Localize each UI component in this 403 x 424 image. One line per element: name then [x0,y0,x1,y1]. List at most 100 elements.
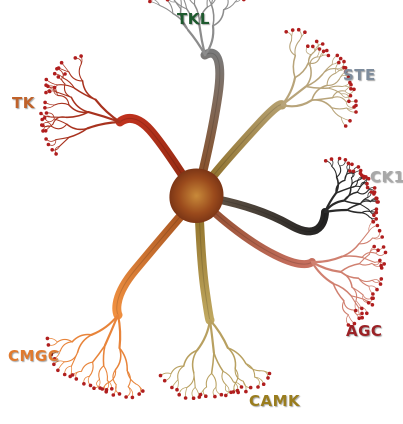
cmgc-leaf-dot [75,377,79,381]
camk-branch [212,374,217,388]
agc-branch [312,262,333,284]
tk-leaf-dot [53,86,57,90]
camk-branch [223,371,233,382]
agc-leaf-dot [357,317,361,321]
camk-leaf-dot [268,372,272,376]
agc-branch [342,256,362,257]
camk-branch [222,371,226,385]
ck1-leaf-dot [350,163,354,167]
ck1-branch [337,166,341,177]
camk-branch [214,353,223,371]
ck1-leaf-dot [375,200,379,204]
agc-branch [344,301,354,310]
ste-branch [295,63,308,78]
camk-branch [193,350,197,372]
camk-leaf-dot [240,385,244,389]
agc-leaf-dot [371,296,375,300]
cmgc-leaf-dot [63,373,67,377]
ck1-branch [350,186,360,187]
ste-branch [282,87,306,106]
ck1-branch [347,204,361,210]
agc-leaf-dot [379,264,383,268]
camk-leaf-dot [204,394,208,398]
ck1-leaf-dot [347,162,351,166]
ste-leaf-dot [327,54,331,58]
cmgc-leaf-dot [137,392,141,396]
ste-leaf-dot [349,94,353,98]
ste-branch [290,41,296,56]
family-label-tk: TK [12,96,35,111]
cmgc-branch [82,362,93,371]
ck1-leaf-dot [374,211,378,215]
ste-branch [328,86,342,88]
tk-leaf-dot [79,54,83,58]
agc-leaf-dot [375,288,379,292]
cmgc-leaf-dot [105,388,109,392]
tk-leaf-dot [44,91,48,95]
cmgc-leaf-dot [82,382,86,386]
ck1-leaf-dot [366,186,370,190]
ste-leaf-dot [339,57,343,61]
agc-branch [312,257,342,262]
ck1-leaf-dot [374,196,378,200]
ste-leaf-dot [325,49,329,53]
camk-leaf-dot [198,395,202,399]
agc-leaf-dot [380,277,384,281]
tk-leaf-dot [53,72,57,76]
tk-leaf-dot [44,83,48,87]
agc-leaf-dot [360,307,364,311]
ste-branch [327,79,339,85]
ste-leaf-dot [354,99,358,103]
family-label-camk: CAMK [249,394,300,409]
ck1-branch [344,201,360,204]
agc-leaf-dot [371,292,375,296]
cmgc-leaf-dot [92,386,96,390]
cmgc-branch [89,362,93,376]
ck1-leaf-dot [338,157,342,161]
tk-leaf-dot [39,112,43,116]
agc-leaf-dot [372,245,376,249]
cmgc-branch [118,315,120,348]
cmgc-leaf-dot [118,392,122,396]
ck1-leaf-dot [372,214,376,218]
camk-leaf-dot [159,374,163,378]
ck1-leaf-dot [365,182,369,186]
family-label-cmgc: CMGC [8,349,59,364]
tk-leaf-dot [63,72,67,76]
ste-branch [312,100,332,108]
camk-leaf-dot [177,393,181,397]
camk-branch [206,374,211,388]
camk-leaf-dot [249,386,253,390]
tk-branch [67,124,88,129]
tk-branch [52,124,67,129]
agc-leaf-dot [380,235,384,239]
ste-leaf-dot [318,47,322,51]
ste-leaf-dot [336,54,340,58]
agc-leaf-dot [371,220,375,224]
camk-branch [187,372,194,387]
camk-leaf-dot [170,386,174,390]
tk-leaf-dot [44,137,48,141]
agc-branch [342,244,359,257]
camk-leaf-dot [256,385,260,389]
camk-branch [178,366,184,380]
ste-branch [332,108,347,109]
ste-leaf-dot [321,42,325,46]
camk-leaf-dot [163,379,167,383]
camk-leaf-dot [262,382,266,386]
cmgc-leaf-dot [131,396,135,400]
tk-leaf-dot [44,129,48,133]
agc-branch [341,264,360,272]
ck1-leaf-dot [372,192,376,196]
ck1-branch [347,210,361,213]
ste-leaf-dot [303,30,307,34]
cmgc-branch [104,366,108,381]
tk-leaf-dot [60,61,64,65]
cmgc-leaf-dot [112,393,116,397]
tk-leaf-dot [50,148,54,152]
ste-leaf-dot [352,88,356,92]
tk-branch [46,80,57,85]
tkl-branch [187,0,195,5]
agc-branch [359,263,372,265]
agc-leaf-dot [384,251,388,255]
